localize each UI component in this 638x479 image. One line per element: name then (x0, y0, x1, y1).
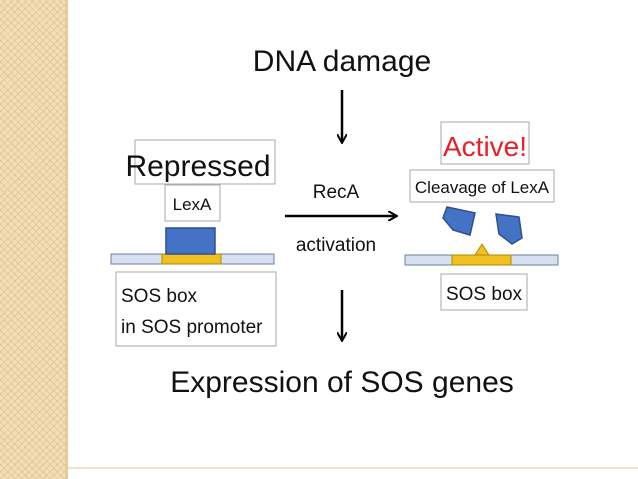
reca-label: RecA (313, 182, 360, 203)
expression-label: Expression of SOS genes (170, 366, 514, 399)
left-sos-operator (161, 253, 222, 265)
left-sos-box-line2: in SOS promoter (121, 317, 263, 338)
repressed-label: Repressed (125, 150, 270, 183)
bottom-rule (68, 467, 638, 469)
cleavage-caption: Cleavage of LexA (415, 178, 550, 197)
lexa-label: LexA (173, 195, 212, 214)
dna-damage-label: DNA damage (253, 45, 431, 78)
right-operator-peak (474, 243, 490, 256)
left-sos-box-label-frame (115, 271, 277, 347)
cleavage-caption-box (409, 169, 555, 203)
right-sos-operator (451, 254, 512, 266)
active-label: Active! (443, 131, 527, 162)
repressed-box (134, 139, 276, 185)
side-decoration-stripe (0, 0, 68, 479)
right-sos-box-label-frame (440, 273, 528, 311)
lexa-fragment-right (495, 213, 523, 245)
lexa-label-box (164, 184, 221, 222)
lexa-fragment-left (442, 206, 476, 236)
lexa-repressor-shape (165, 227, 216, 255)
left-sos-box-line1: SOS box (121, 286, 198, 307)
right-sos-box-label: SOS box (446, 284, 523, 305)
activation-label: activation (296, 235, 376, 256)
active-box (440, 121, 530, 165)
